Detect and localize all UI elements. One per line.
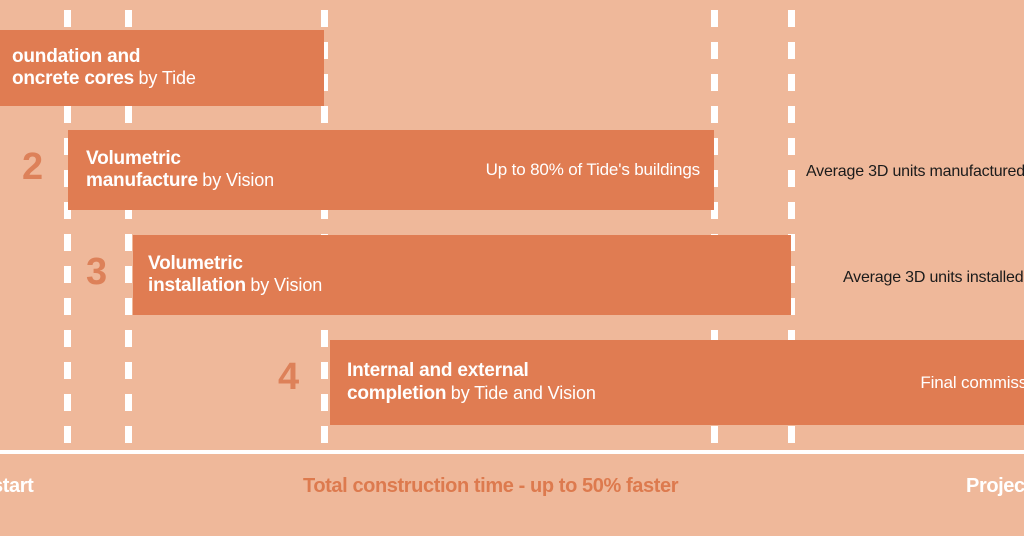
timeline-axis-rule xyxy=(0,450,1024,454)
phase-provider: by Vision xyxy=(202,170,275,190)
footer-label-total-construction-time: Total construction time - up to 50% fast… xyxy=(303,475,679,497)
phase-title-line2: installation xyxy=(148,275,246,296)
step-number-4: 4 xyxy=(278,356,299,398)
phase-bar-internal-external-completion[interactable]: Internal and external completion by Tide… xyxy=(330,340,1024,425)
milestone-guide-1 xyxy=(64,10,71,450)
phase-bar-foundation-label: oundation and oncrete cores by Tide xyxy=(12,46,196,91)
phase-bar-volumetric-installation[interactable]: Volumetric installation by Vision xyxy=(133,235,791,315)
phase-provider: by Tide and Vision xyxy=(450,382,596,403)
step-number-3: 3 xyxy=(86,251,107,293)
phase-bar-volumetric-manufacture[interactable]: Volumetric manufacture by Vision Up to 8… xyxy=(68,130,714,210)
phase-bar-foundation[interactable]: oundation and oncrete cores by Tide xyxy=(0,30,324,106)
annotation-units-manufactured: Average 3D units manufactured we xyxy=(806,163,1024,180)
milestone-guide-5 xyxy=(788,10,795,450)
step-number-2: 2 xyxy=(22,146,43,188)
phase-title-line2: manufacture xyxy=(86,170,198,191)
footer-label-project-end: Projec xyxy=(966,475,1024,497)
phase-provider: by Vision xyxy=(250,275,323,295)
phase-title-line1: Volumetric xyxy=(86,147,181,169)
phase-bar-volumetric-installation-label: Volumetric installation by Vision xyxy=(148,253,322,298)
phase-title-line1: Volumetric xyxy=(148,252,243,274)
phase-title-line1: Internal and external xyxy=(347,360,529,382)
phase-note-final-commissioning: Final commissio xyxy=(920,372,1024,392)
phase-provider: by Tide xyxy=(138,68,196,88)
phase-bar-internal-external-completion-label: Internal and external completion by Tide… xyxy=(347,360,596,405)
phase-note-tide-buildings: Up to 80% of Tide's buildings xyxy=(485,160,701,179)
phase-title-line2: completion xyxy=(347,382,447,404)
annotation-units-installed: Average 3D units installed w xyxy=(843,269,1024,286)
phase-title-line1: oundation and xyxy=(12,45,141,67)
milestone-guide-3 xyxy=(321,10,328,450)
timeline-plot-area: oundation and oncrete cores by Tide 2 Vo… xyxy=(0,10,1024,450)
phase-title-line2: oncrete cores xyxy=(12,68,135,89)
milestone-guide-4 xyxy=(711,10,718,450)
milestone-guide-2 xyxy=(125,10,132,450)
phase-bar-volumetric-manufacture-label: Volumetric manufacture by Vision xyxy=(86,148,274,193)
